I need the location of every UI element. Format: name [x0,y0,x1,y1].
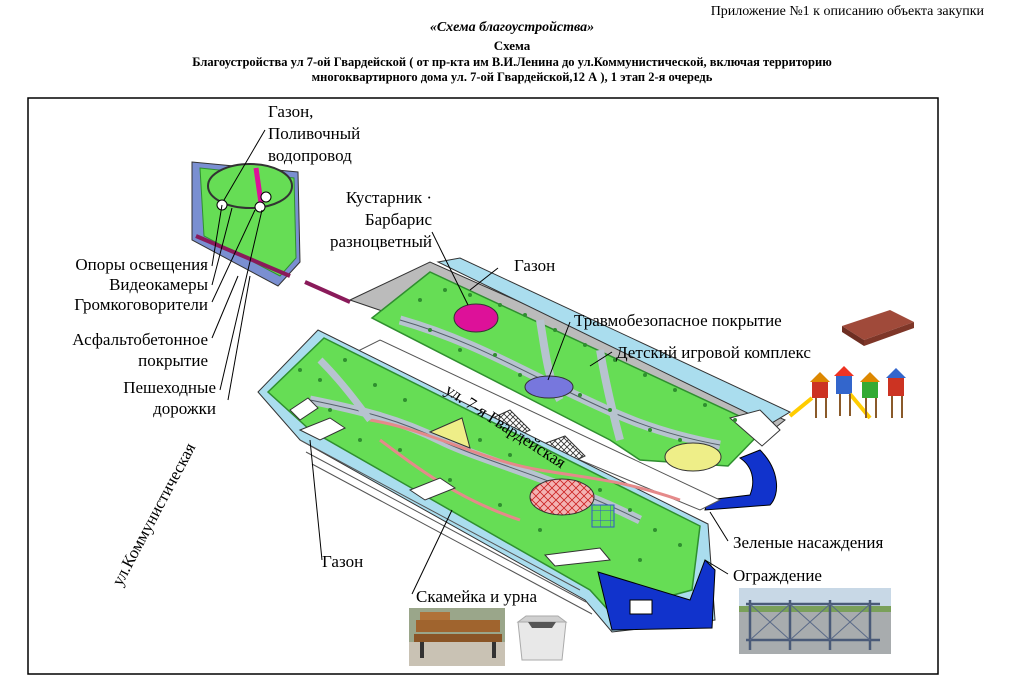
asphalt-strip [195,234,291,278]
label-shrub-3: разноцветный [330,232,432,251]
bench-photo [409,608,505,666]
label-asphalt-1: Асфальтобетонное [72,330,208,349]
label-lawn-watering-2: Поливочный [268,124,361,143]
label-lawn-watering-1: Газон, [268,102,314,121]
label-lawn-top: Газон [514,256,556,275]
label-asphalt-2: покрытие [138,351,208,370]
leader-lines [211,129,729,595]
label-playground: Детский игровой комплекс [616,343,811,362]
camera-icon [260,191,272,203]
label-paths-1: Пешеходные [123,378,216,397]
scheme-description-line2: многоквартирного дома ул. 7-ой Гвардейск… [311,70,713,84]
sand-triangle [428,417,471,449]
label-shrub-2: Барбарис [364,210,432,229]
label-safe-cover: Травмобезопасное покрытие [574,311,782,330]
fence-photo [739,588,891,654]
label-lighting: Опоры освещения [75,255,208,274]
upper-left-block [191,161,351,304]
safe-surface-patch [591,504,615,528]
tile-area [529,478,595,516]
label-speakers: Громкоговорители [74,295,208,314]
barberry-shrub [453,303,499,333]
playground-equipment-image [788,366,906,420]
lower-park [257,329,716,633]
upper-strip [348,257,792,511]
urn-photo [509,610,575,666]
label-lawn-bottom: Газон [322,552,364,571]
label-shrub-1: Кустарник · [345,188,432,207]
fence-corner [597,559,716,631]
speaker-icon [254,201,266,213]
label-green-plantings: Зеленые насаждения [733,533,884,552]
safe-surface-sample [842,310,914,346]
playground-area [524,375,574,399]
appendix-note: Приложение №1 к описанию объекта закупки [710,4,984,19]
scheme-description-line1: Благоустройства ул 7-ой Гвардейской ( от… [192,55,832,69]
sandbox-area [664,442,722,472]
label-cameras: Видеокамеры [109,275,208,294]
plan-border [27,97,939,675]
scheme-subtitle: Схема [493,38,531,53]
label-paths-2: дорожки [153,399,216,418]
scheme-title: «Схема благоустройства» [429,20,595,35]
label-fence: Ограждение [733,566,822,585]
label-bench: Скамейка и урна [416,587,538,606]
label-lawn-watering-3: водопровод [268,146,352,165]
